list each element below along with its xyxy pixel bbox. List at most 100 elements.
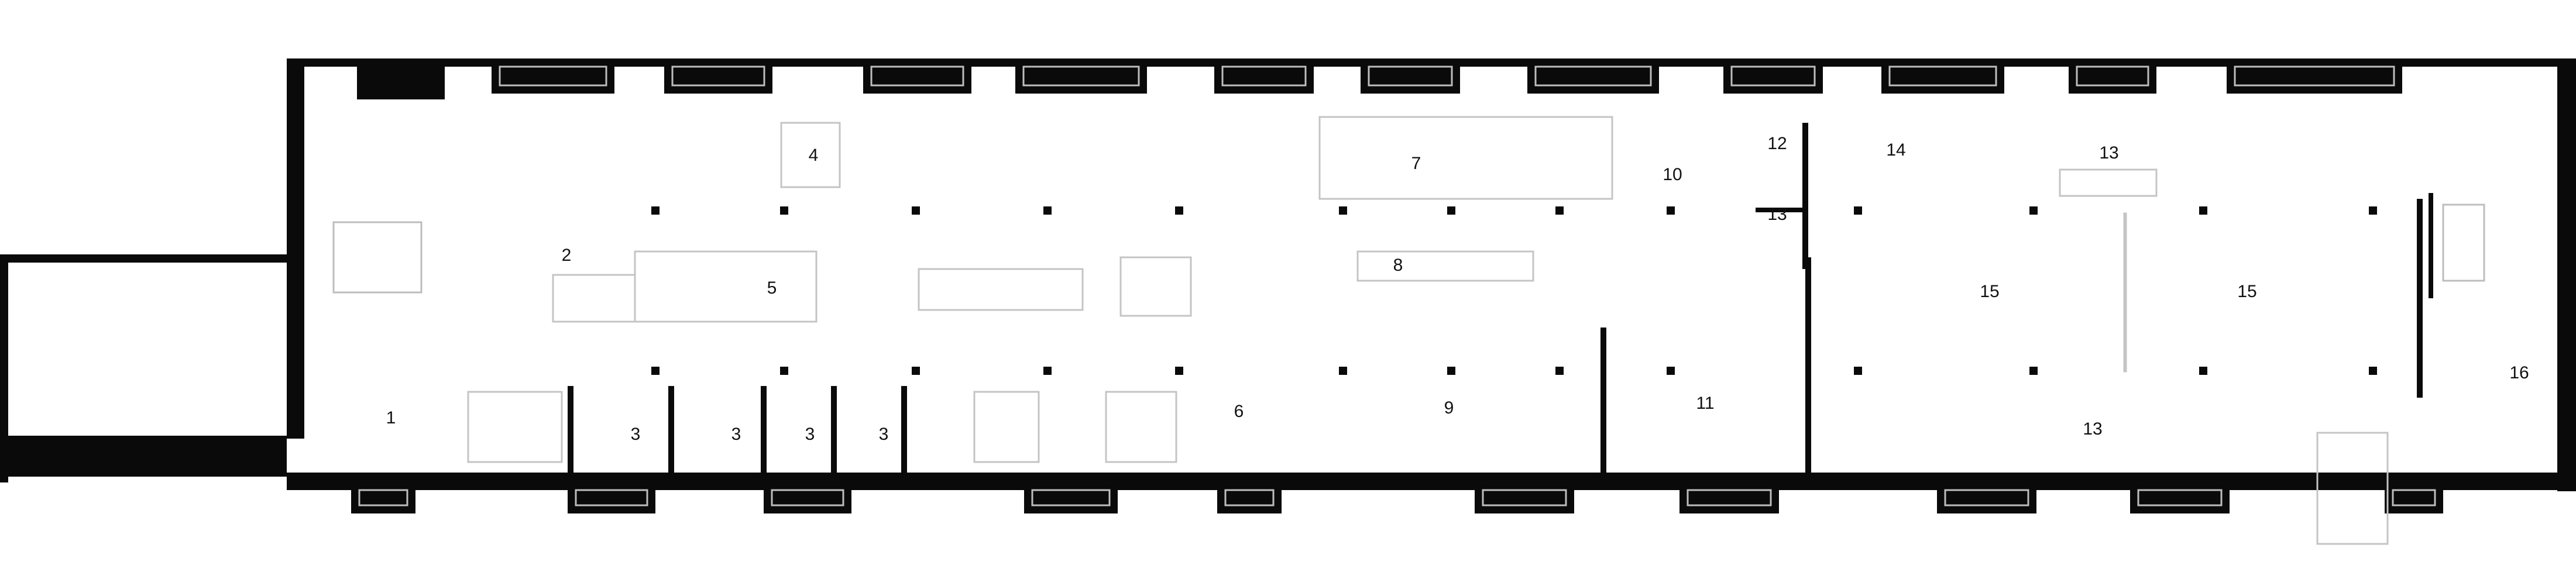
window-recess	[1368, 66, 1453, 87]
column	[1447, 367, 1455, 375]
column	[2029, 367, 2038, 375]
window-recess	[771, 489, 844, 506]
room-label-11: 11	[1696, 394, 1714, 413]
room-label-3: 3	[731, 425, 741, 444]
window-recess	[1224, 489, 1275, 506]
column	[2199, 367, 2207, 375]
table	[1119, 256, 1192, 317]
furniture	[467, 116, 2389, 545]
column	[1667, 367, 1675, 375]
interior-wall	[1805, 257, 1811, 485]
room-label-7: 7	[1411, 154, 1421, 173]
wall-bay	[863, 58, 971, 94]
room-label-4: 4	[809, 146, 819, 165]
partition-line	[2123, 212, 2127, 373]
column	[1447, 206, 1455, 215]
wall-bay	[2227, 58, 2402, 94]
room-label-16: 16	[2509, 363, 2529, 382]
wall-bay	[492, 58, 614, 94]
window-recess	[1482, 489, 1567, 506]
table	[780, 122, 841, 188]
column	[1043, 367, 1052, 375]
room-label-9: 9	[1444, 398, 1454, 418]
interior-wall	[901, 386, 907, 480]
column	[1339, 206, 1347, 215]
wall-annex-top	[0, 254, 287, 263]
interior-wall	[1600, 328, 1606, 485]
interior-wall	[831, 386, 837, 480]
wall-bay	[1881, 58, 2004, 94]
column	[651, 206, 660, 215]
window-recess	[671, 66, 765, 87]
conference-table	[918, 268, 1084, 311]
window-recess	[1888, 66, 1997, 87]
column	[1854, 206, 1862, 215]
wall-bay	[1015, 58, 1147, 94]
table	[1105, 391, 1177, 463]
room-label-13: 13	[2083, 419, 2102, 439]
wall-bay	[1937, 473, 2036, 513]
room-label-2: 2	[562, 246, 572, 265]
wall-annex-bottom	[0, 436, 287, 477]
columns	[651, 206, 2377, 375]
wall-bay	[2385, 473, 2443, 513]
window-recess	[1022, 66, 1140, 87]
wall-bay	[1475, 473, 1574, 513]
room-label-13: 13	[1767, 205, 1787, 224]
interior-wall	[1756, 208, 1805, 212]
window-recess	[358, 489, 408, 506]
window-recess	[870, 66, 964, 87]
room-label-15: 15	[2237, 282, 2256, 301]
interior-wall	[668, 386, 674, 480]
column	[2369, 367, 2377, 375]
room-label-6: 6	[1234, 402, 1244, 421]
room-label-1: 1	[386, 408, 396, 428]
room-label-3: 3	[805, 425, 815, 444]
elevator-shaft	[2442, 204, 2485, 282]
interior-wall	[2417, 199, 2423, 398]
column	[1667, 206, 1675, 215]
elevator-shaft	[332, 221, 423, 294]
interior-wall	[568, 386, 573, 480]
column	[1339, 367, 1347, 375]
table	[973, 391, 1040, 463]
wall-annex-left	[0, 254, 8, 482]
column	[1854, 367, 1862, 375]
counter	[1356, 250, 1534, 282]
window-recess	[1031, 489, 1111, 506]
window-recess	[1221, 66, 1307, 87]
column	[1555, 206, 1564, 215]
wall-bay	[1723, 58, 1823, 94]
walls	[0, 58, 2576, 513]
column	[2369, 206, 2377, 215]
column	[2199, 206, 2207, 215]
wall-bay	[1214, 58, 1314, 94]
window-recess	[2392, 489, 2436, 506]
wall-bay	[1217, 473, 1282, 513]
column	[1175, 206, 1183, 215]
column	[780, 206, 788, 215]
interior-wall	[761, 386, 767, 480]
column	[912, 206, 920, 215]
wall-bay	[2069, 58, 2156, 94]
column	[1175, 367, 1183, 375]
room-label-3: 3	[879, 425, 889, 444]
wall-left-tower	[287, 58, 304, 439]
wall-bay	[351, 473, 415, 513]
counter	[2059, 168, 2158, 197]
window-recess	[2234, 66, 2395, 87]
column	[1043, 206, 1052, 215]
wall-core	[357, 58, 445, 99]
room-label-15: 15	[1980, 282, 1999, 301]
table	[467, 391, 563, 463]
room-label-10: 10	[1663, 165, 1682, 184]
workstations	[1318, 116, 1613, 200]
column	[1555, 367, 1564, 375]
wall-bay	[2130, 473, 2230, 513]
wall-bay	[1527, 58, 1659, 94]
window-recess	[1687, 489, 1772, 506]
window-recess	[499, 66, 607, 87]
room-label-5: 5	[767, 278, 777, 298]
staircase	[552, 274, 636, 323]
